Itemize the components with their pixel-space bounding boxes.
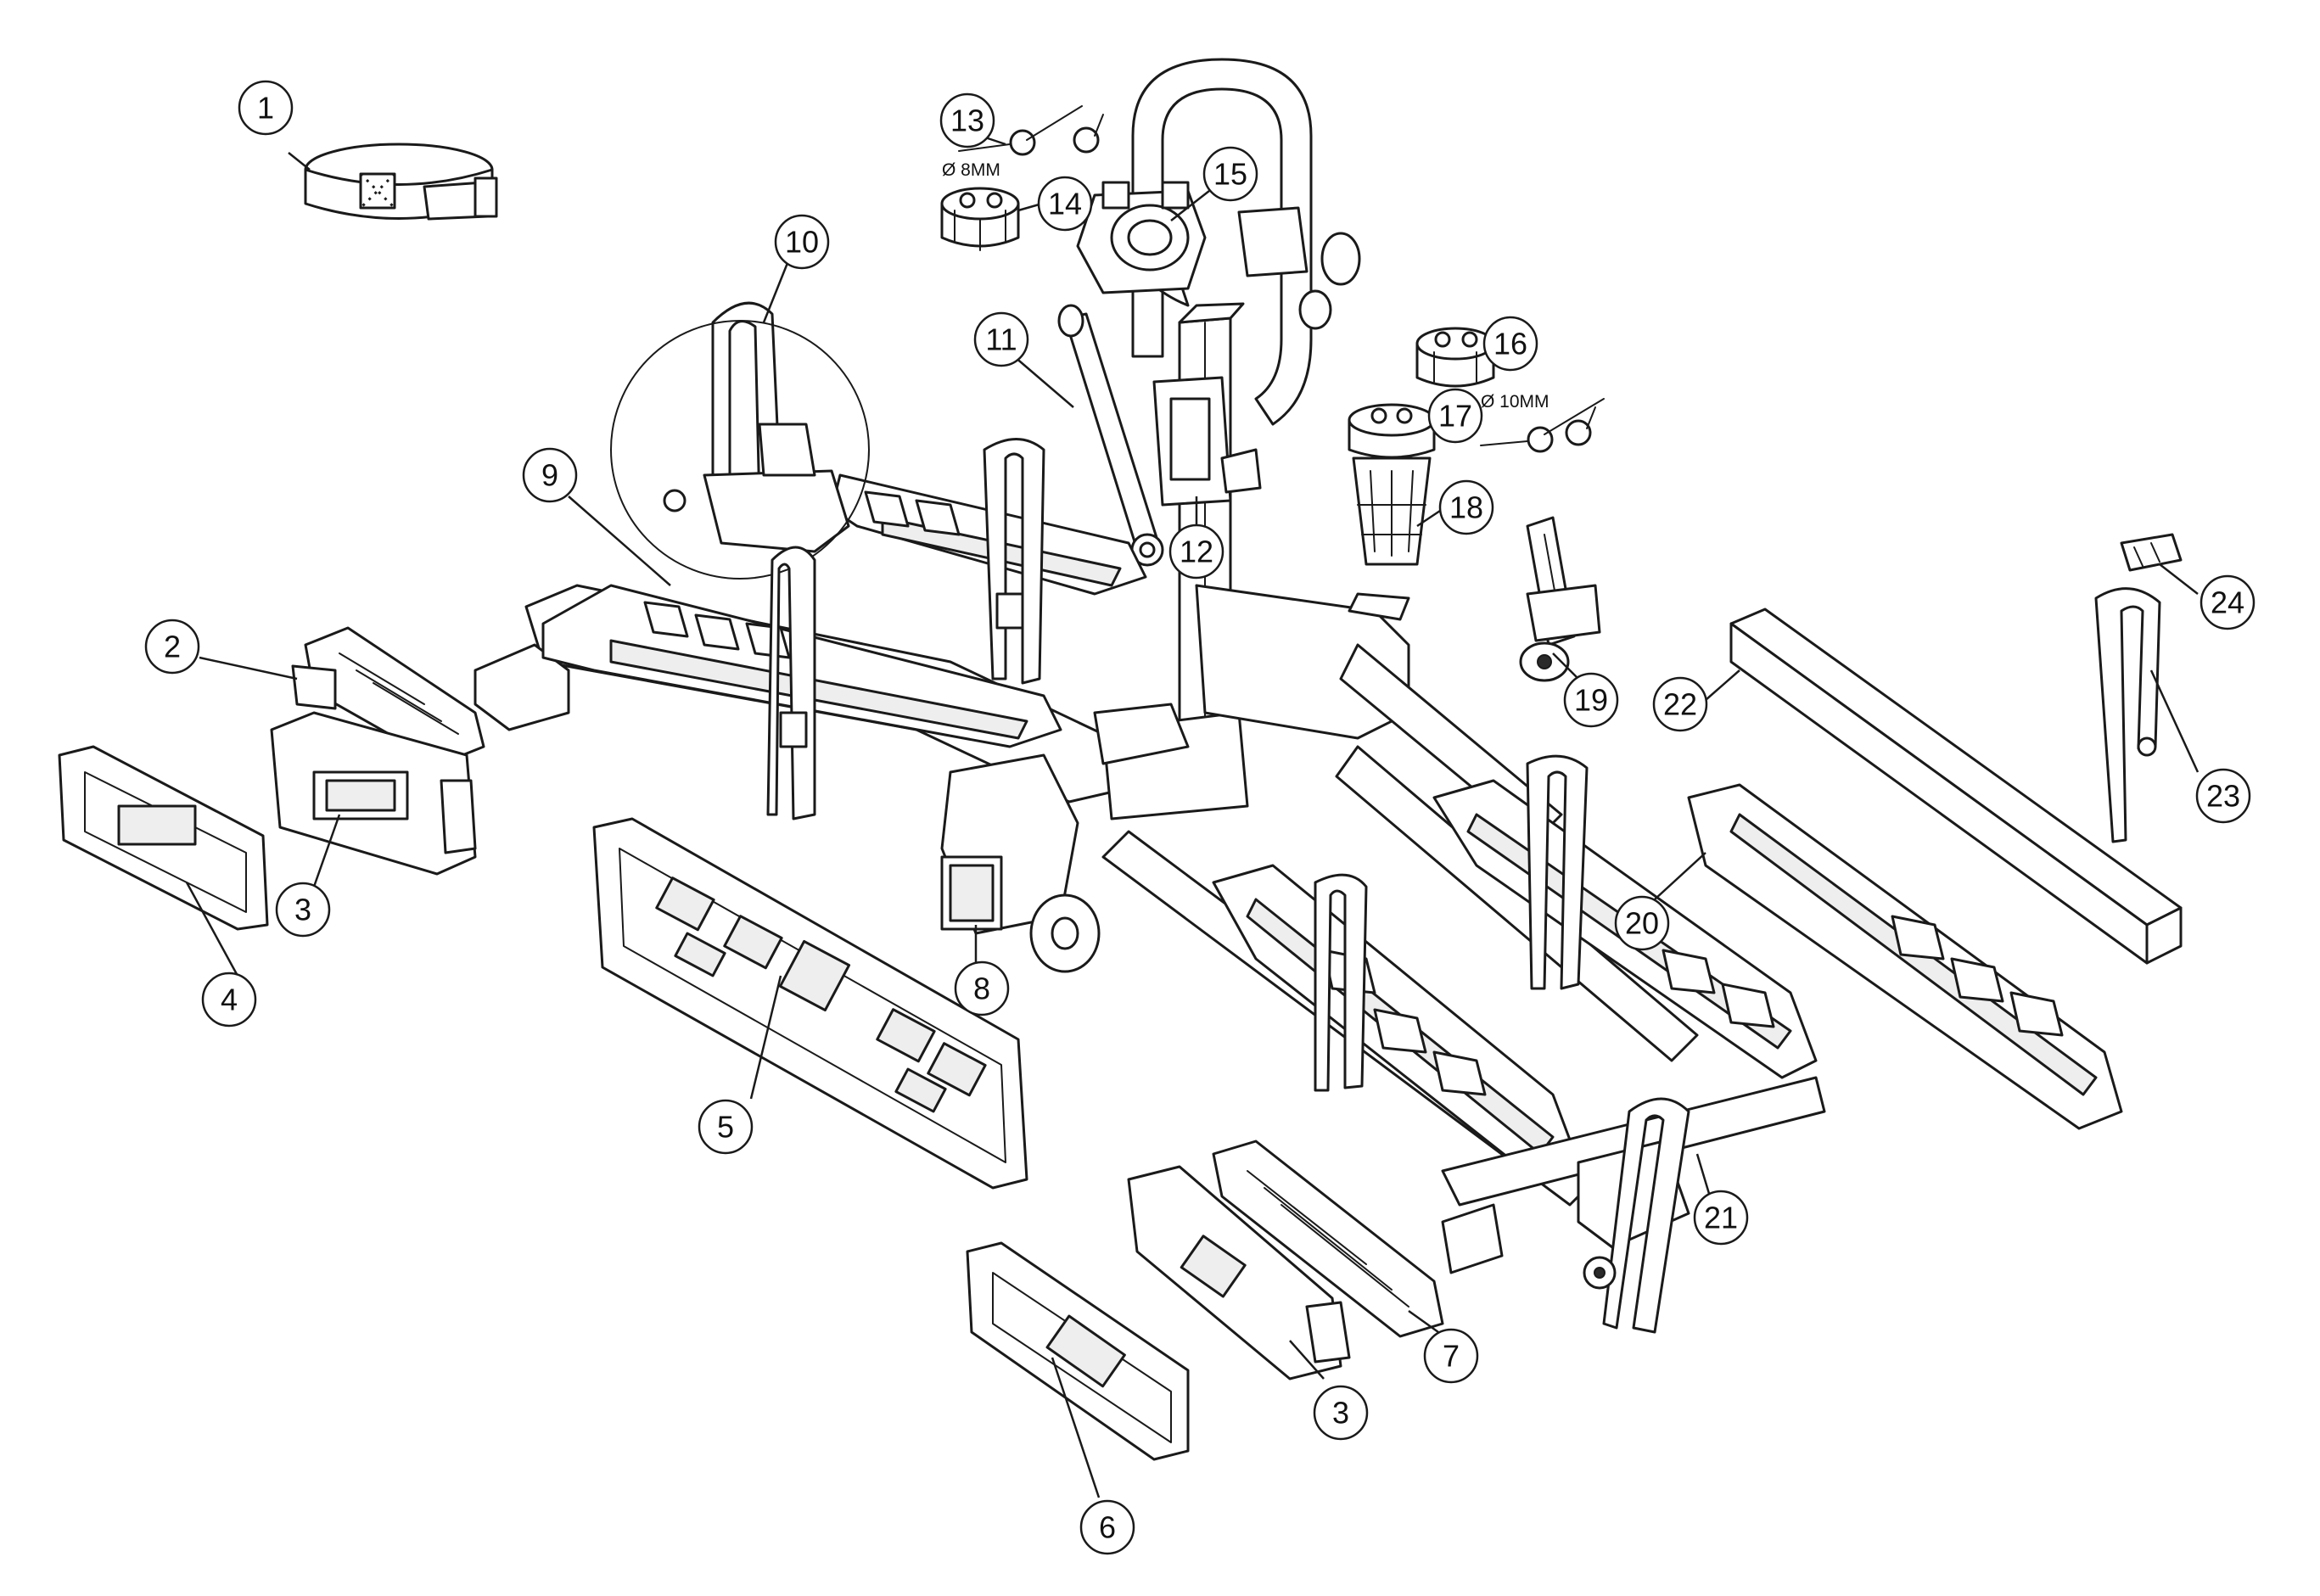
part-square-tube [1729,608,2183,965]
callout-21: 21 [1693,1190,1749,1246]
callout-label: 14 [1048,187,1082,221]
callout-1: 1 [238,80,294,136]
callout-3-left: 3 [275,882,331,938]
part-end-cap-right [1212,1140,1444,1338]
callout-14: 14 [1037,176,1093,232]
part-light-housing-left [270,711,477,876]
callout-label: 24 [2211,585,2244,620]
callout-11: 11 [973,311,1029,367]
callout-label: 3 [294,893,311,927]
callout-label: 11 [985,322,1017,357]
callout-4: 4 [201,972,257,1028]
callout-18: 18 [1438,479,1494,535]
part-lock-core-basket [1348,403,1436,566]
callout-label: 15 [1213,157,1247,192]
part-crossbar-end-ratchet [1441,1076,1826,1334]
callout-label: 13 [950,104,984,138]
callout-16: 16 [1482,316,1538,372]
part-spare-wheel-tray [1687,783,2123,1130]
part-strap-end-cap [2120,533,2183,572]
part-end-cap-left [291,626,485,765]
callout-19: 19 [1563,672,1619,728]
callout-8: 8 [954,960,1010,1016]
callout-label: 5 [717,1110,734,1145]
callout-24: 24 [2200,574,2256,630]
part-ratchet-strap-10 [663,301,850,553]
part-lock-keys-8mm [958,105,1104,156]
part-frame-clamp [1076,181,1361,330]
callout-label: 9 [541,458,558,493]
part-spare-strap [2094,587,2161,843]
callout-22: 22 [1652,676,1708,732]
callout-label: 22 [1663,687,1697,722]
callout-label: 17 [1438,399,1472,434]
callout-label: 19 [1574,683,1608,718]
callout-label: 4 [221,983,238,1017]
part-licence-plate-holder [592,817,1028,1190]
callout-label: 18 [1449,490,1483,525]
callout-3-right: 3 [1313,1385,1369,1441]
part-detail-circle-10 [610,320,870,580]
callout-label: 6 [1099,1510,1116,1545]
part-light-housing-right [1127,1165,1351,1380]
callout-6: 6 [1079,1499,1135,1555]
callout-17: 17 [1427,388,1483,444]
callout-10: 10 [774,214,830,270]
callout-label: 12 [1180,535,1213,569]
callout-label: 20 [1625,906,1659,941]
callout-label: 7 [1443,1339,1460,1374]
callout-label: 23 [2206,779,2240,814]
callout-label: 2 [164,630,181,664]
part-strap-left-tray [766,438,1045,820]
dimension-label-8mm: Ø 8MM [942,160,1000,180]
part-lens-left [58,745,269,931]
callout-7: 7 [1423,1328,1479,1384]
part-lock-cap-8mm [940,187,1020,251]
part-wrench [1057,304,1164,567]
callout-label: 3 [1332,1396,1349,1431]
callout-12: 12 [1168,524,1224,580]
callout-13: 13 [939,92,995,148]
callout-20: 20 [1614,895,1670,951]
callout-15: 15 [1202,146,1258,202]
callout-label: 10 [785,225,819,260]
part-wheel-tray-front-middle [1212,864,1580,1181]
callout-5: 5 [698,1099,754,1155]
callout-label: 16 [1493,327,1527,361]
part-lock-cap-10mm [1415,327,1495,388]
part-strap-loop [304,143,498,221]
callout-2: 2 [144,619,200,675]
part-lens-right [966,1241,1190,1461]
callout-23: 23 [2195,768,2251,824]
callout-label: 21 [1704,1201,1738,1235]
part-lock-keys-10mm [1480,398,1605,453]
callout-9: 9 [522,447,578,503]
callout-label: 1 [257,91,274,126]
callout-label: 8 [973,972,990,1006]
dimension-label-10mm: Ø 10MM [1481,392,1549,412]
part-plate-bracket-wheel [940,703,1190,973]
part-wheel-clamp-handle [1519,516,1601,682]
